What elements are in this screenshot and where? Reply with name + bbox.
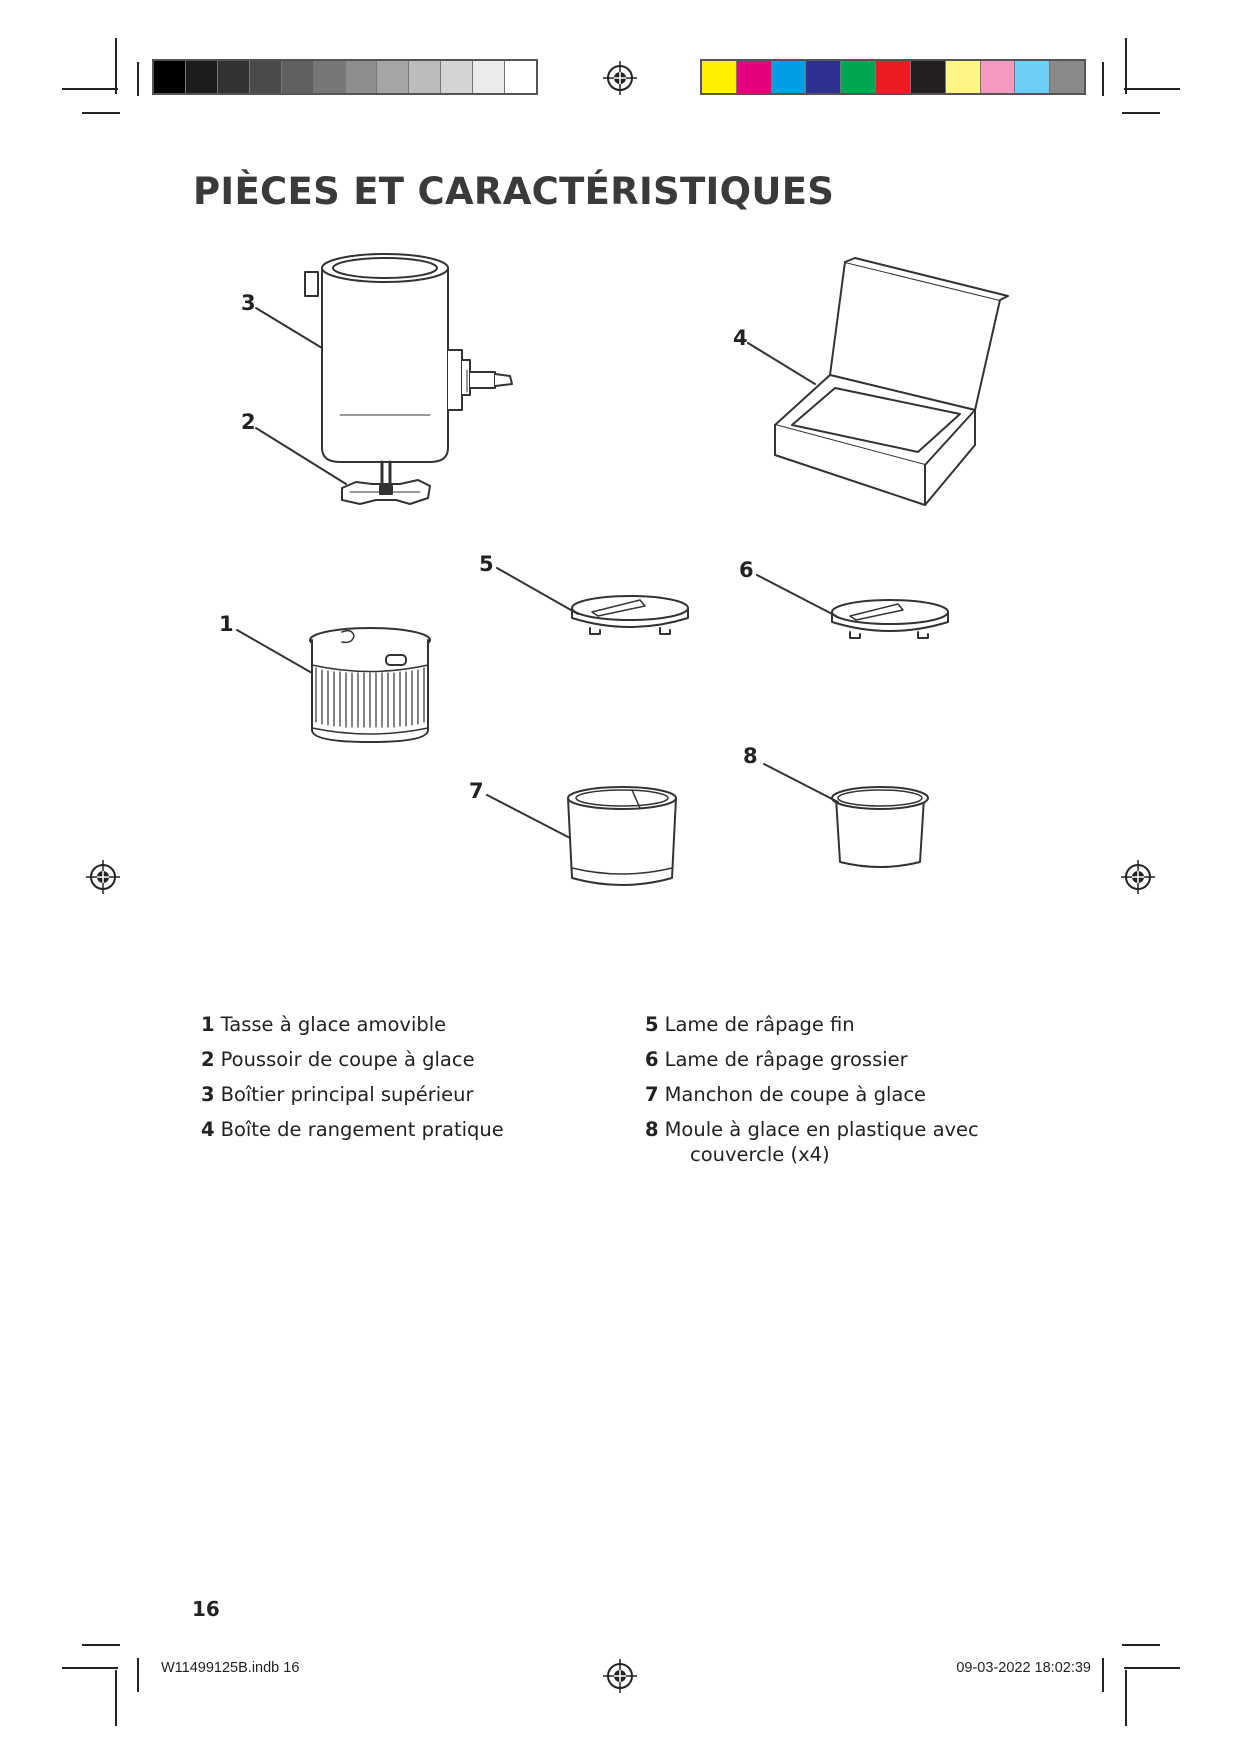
crop-mark [1124, 1667, 1180, 1669]
crop-mark [82, 1644, 120, 1646]
crop-mark [137, 1658, 139, 1692]
grayscale-calibration-bar [152, 59, 538, 95]
color-swatch [505, 61, 537, 93]
crop-mark [137, 62, 139, 96]
callout-2: 2 [241, 410, 256, 434]
color-swatch [345, 61, 378, 93]
crop-mark [115, 1670, 117, 1726]
color-swatch [1015, 61, 1051, 93]
crop-mark [1125, 1670, 1127, 1726]
color-swatch [876, 61, 911, 93]
color-swatch [154, 61, 186, 93]
color-swatch [473, 61, 506, 93]
color-swatch [185, 61, 218, 93]
color-swatch [841, 61, 877, 93]
cutting-sleeve-illustration [567, 786, 677, 886]
color-swatch [806, 61, 842, 93]
ice-cup-illustration [309, 627, 431, 743]
callout-8: 8 [743, 744, 758, 768]
date-slug: 09-03-2022 18:02:39 [956, 1660, 1091, 1676]
fine-blade-illustration [571, 595, 689, 635]
callout-1: 1 [219, 612, 234, 636]
callout-4: 4 [733, 326, 748, 350]
callout-7: 7 [469, 779, 484, 803]
page-number: 16 [192, 1597, 220, 1621]
callout-5: 5 [479, 552, 494, 576]
color-swatch [377, 61, 410, 93]
color-swatch [910, 61, 946, 93]
color-swatch [702, 61, 737, 93]
crop-mark [1122, 112, 1160, 114]
file-slug: W11499125B.indb 16 [161, 1660, 300, 1676]
color-swatch [736, 61, 772, 93]
coarse-blade-illustration [831, 599, 949, 639]
color-swatch [281, 61, 314, 93]
color-swatch [441, 61, 474, 93]
color-swatch [980, 61, 1016, 93]
color-swatch [771, 61, 807, 93]
storage-box-illustration [774, 257, 1009, 506]
color-swatch [249, 61, 282, 93]
page-title: PIÈCES ET CARACTÉRISTIQUES [193, 170, 835, 213]
callout-6: 6 [739, 558, 754, 582]
ice-mould-illustration [831, 786, 929, 868]
color-swatch [313, 61, 346, 93]
callout-3: 3 [241, 291, 256, 315]
crop-mark [1124, 88, 1180, 90]
crop-mark [1102, 1658, 1104, 1692]
crop-mark [1102, 62, 1104, 96]
crop-mark [115, 38, 117, 94]
main-housing-illustration [304, 253, 513, 505]
color-calibration-bar [700, 59, 1086, 95]
crop-mark [62, 1667, 118, 1669]
color-swatch [945, 61, 981, 93]
crop-mark [1125, 38, 1127, 94]
color-swatch [1050, 61, 1084, 93]
crop-mark [1122, 1644, 1160, 1646]
color-swatch [217, 61, 250, 93]
color-swatch [409, 61, 442, 93]
crop-mark [82, 112, 120, 114]
crop-mark [62, 88, 118, 90]
